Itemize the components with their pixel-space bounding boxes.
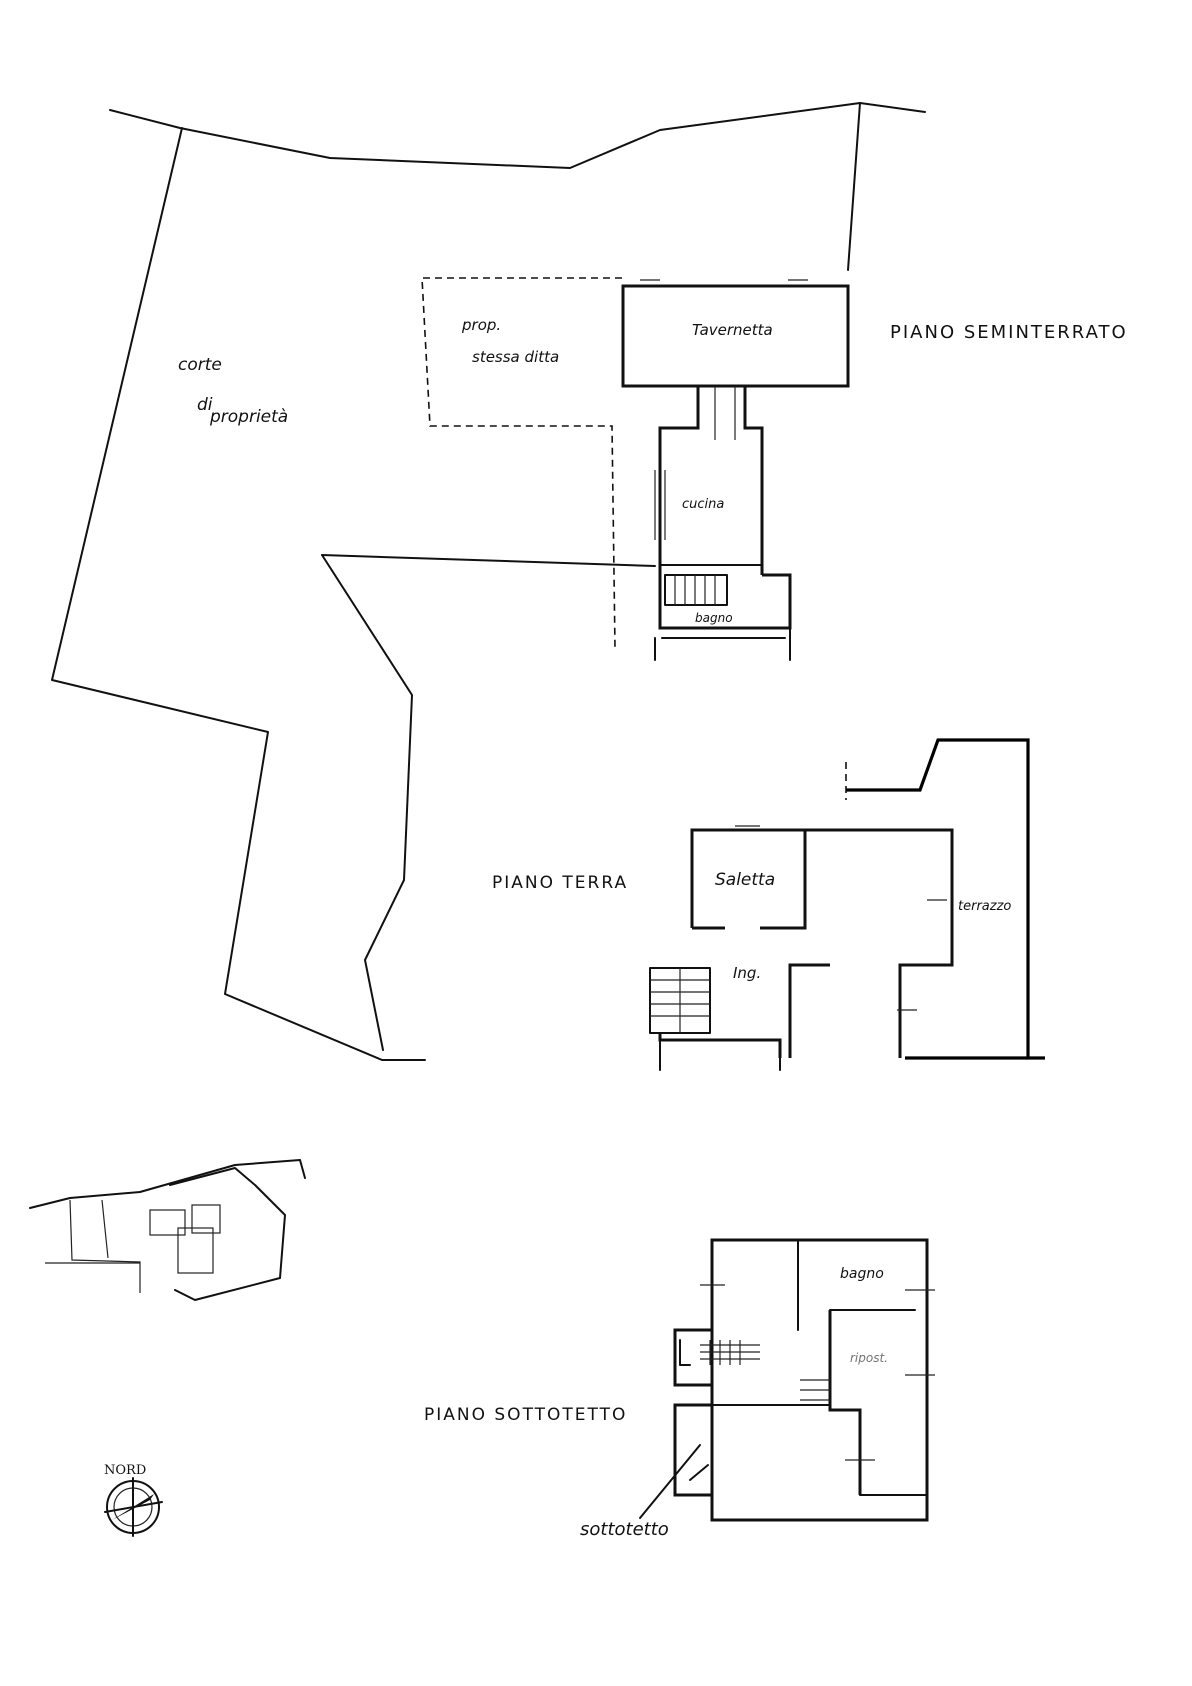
- compass-label: NORD: [104, 1463, 146, 1478]
- label-piano-sottotetto: PIANO SOTTOTETTO: [424, 1405, 627, 1425]
- label-saletta: Saletta: [715, 870, 775, 890]
- staircase-icon: [664, 574, 728, 606]
- basement-floor-plan: [621, 279, 850, 661]
- label-corte-2: di: [197, 395, 213, 415]
- label-bagno-seminterrato: bagno: [695, 611, 733, 625]
- label-bagno-sottotetto: bagno: [840, 1266, 884, 1282]
- sottotetto-leader-line: [639, 1444, 701, 1519]
- label-sottotetto: sottotetto: [580, 1519, 669, 1540]
- staircase-icon: [649, 967, 711, 1034]
- property-boundary: [51, 102, 926, 1061]
- site-key-plan: [29, 1159, 306, 1301]
- ground-floor-plan: [649, 738, 1045, 1071]
- label-ripost: ripost.: [850, 1351, 888, 1365]
- label-prop-1: prop.: [461, 316, 501, 334]
- label-corte-3: proprietà: [209, 407, 288, 427]
- label-cucina: cucina: [682, 497, 724, 512]
- staircase-icon: [700, 1340, 830, 1401]
- label-piano-seminterrato: PIANO SEMINTERRATO: [890, 322, 1128, 343]
- label-terrazzo: terrazzo: [958, 899, 1011, 914]
- attic-floor-plan: [673, 1238, 935, 1522]
- label-prop-2: stessa ditta: [472, 348, 559, 366]
- label-piano-terra: PIANO TERRA: [492, 873, 628, 893]
- label-corte-1: corte: [178, 355, 222, 375]
- north-compass-icon: [104, 1477, 163, 1537]
- adjacent-property-outline: [421, 277, 622, 649]
- label-ingresso: Ing.: [733, 964, 761, 982]
- label-tavernetta: Tavernetta: [692, 321, 773, 339]
